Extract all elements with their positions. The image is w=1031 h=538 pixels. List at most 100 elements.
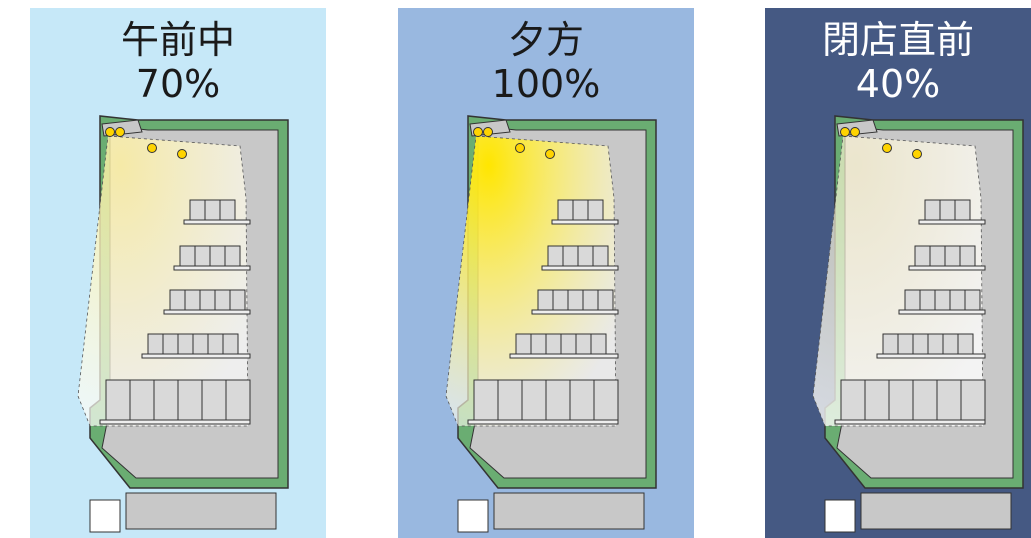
product-box — [567, 289, 584, 311]
product-box — [912, 379, 938, 421]
product-box — [929, 245, 946, 267]
product-box — [473, 379, 499, 421]
product-box — [939, 199, 956, 221]
product-box — [904, 289, 921, 311]
shelf — [509, 353, 619, 359]
product-box — [129, 379, 155, 421]
product-box — [949, 289, 966, 311]
product-box — [201, 379, 227, 421]
lamp-icon — [545, 149, 555, 159]
product-box — [177, 333, 194, 355]
product-box — [562, 245, 579, 267]
showcase-diagram — [77, 115, 289, 533]
product-box — [957, 333, 974, 355]
product-box — [222, 333, 239, 355]
product-box — [587, 199, 604, 221]
product-box — [882, 333, 899, 355]
shelf — [173, 265, 251, 271]
lamp-icon — [840, 127, 850, 137]
case-foot — [824, 499, 856, 533]
showcase-case — [445, 115, 657, 533]
product-box — [864, 379, 890, 421]
product-box — [521, 379, 547, 421]
showcase-case — [812, 115, 1024, 533]
shelf — [163, 309, 251, 315]
product-box — [189, 199, 206, 221]
product-box — [545, 379, 571, 421]
shelf — [551, 219, 619, 225]
lamp-icon — [850, 127, 860, 137]
shelf — [898, 309, 986, 315]
product-box — [229, 289, 246, 311]
shelf — [541, 265, 619, 271]
shelf — [141, 353, 251, 359]
product-box — [209, 245, 226, 267]
product-box — [224, 245, 241, 267]
light-percent: 40% — [855, 62, 941, 106]
panel-evening: 夕方 100% — [398, 8, 694, 538]
lamp-icon — [105, 127, 115, 137]
product-box — [959, 245, 976, 267]
shelf — [467, 419, 619, 425]
case-base — [860, 492, 1012, 530]
light-percent: 100% — [491, 62, 601, 106]
panel-before-closing: 閉店直前 40% — [765, 8, 1031, 538]
product-box — [840, 379, 866, 421]
panel-title: 夕方 — [507, 18, 584, 62]
product-box — [199, 289, 216, 311]
product-box — [942, 333, 959, 355]
lamp-icon — [177, 149, 187, 159]
product-box — [575, 333, 592, 355]
shelf — [908, 265, 986, 271]
product-box — [936, 379, 962, 421]
product-box — [179, 245, 196, 267]
product-box — [105, 379, 131, 421]
product-box — [147, 333, 164, 355]
product-box — [177, 379, 203, 421]
product-box — [547, 245, 564, 267]
product-box — [919, 289, 936, 311]
product-box — [572, 199, 589, 221]
product-box — [497, 379, 523, 421]
product-box — [964, 289, 981, 311]
shelf — [918, 219, 986, 225]
lamp-icon — [882, 143, 892, 153]
product-box — [530, 333, 547, 355]
shelf — [531, 309, 619, 315]
product-box — [219, 199, 236, 221]
lamp-icon — [115, 127, 125, 137]
product-box — [557, 199, 574, 221]
product-box — [537, 289, 554, 311]
product-box — [153, 379, 179, 421]
case-base — [125, 492, 277, 530]
panel-morning: 午前中 70% — [30, 8, 326, 538]
showcase-case — [77, 115, 289, 533]
product-box — [169, 289, 186, 311]
product-box — [914, 245, 931, 267]
case-foot — [89, 499, 121, 533]
panel-title: 午前中 — [120, 18, 235, 62]
case-base — [493, 492, 645, 530]
product-box — [192, 333, 209, 355]
case-foot — [457, 499, 489, 533]
product-box — [934, 289, 951, 311]
product-box — [897, 333, 914, 355]
showcase-diagram — [812, 115, 1024, 533]
product-box — [162, 333, 179, 355]
product-box — [924, 199, 941, 221]
shelf — [876, 353, 986, 359]
product-box — [515, 333, 532, 355]
product-box — [569, 379, 595, 421]
lamp-icon — [473, 127, 483, 137]
product-box — [184, 289, 201, 311]
shelf — [99, 419, 251, 425]
product-box — [593, 379, 619, 421]
product-box — [592, 245, 609, 267]
product-box — [597, 289, 614, 311]
product-box — [194, 245, 211, 267]
panel-title: 閉店直前 — [821, 18, 974, 62]
shelf — [183, 219, 251, 225]
shelf — [834, 419, 986, 425]
product-box — [204, 199, 221, 221]
product-box — [560, 333, 577, 355]
